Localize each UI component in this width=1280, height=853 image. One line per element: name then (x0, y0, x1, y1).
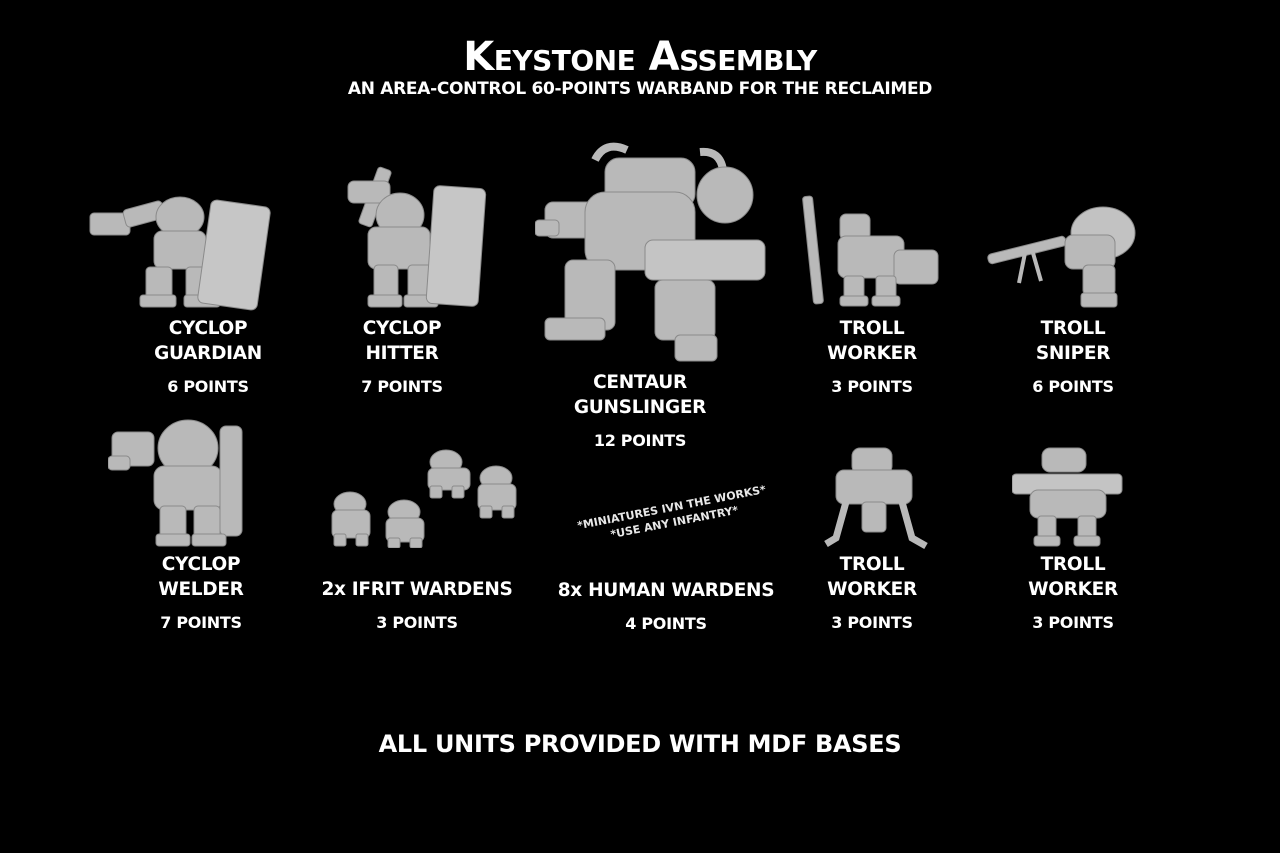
cyclop-guardian-figure (88, 195, 273, 315)
unit-points: 6 POINTS (167, 377, 249, 396)
unit-name: 8x HUMAN WARDENS (536, 578, 796, 603)
unit-name-line2: WORKER (827, 579, 917, 600)
unit-name-line2: GUARDIAN (154, 343, 262, 364)
unit-name: TROLL SNIPER (993, 316, 1153, 366)
troll-worker-figure (800, 192, 945, 312)
unit-name-line2: WORKER (1028, 579, 1118, 600)
unit-name: CYCLOP HITTER (322, 316, 482, 366)
miniatures-note: *MINIATURES IVN THE WORKS* *USE ANY INFA… (567, 480, 779, 550)
troll-worker-figure (822, 446, 934, 552)
unit-name-line2: WORKER (827, 343, 917, 364)
unit-name: TROLL WORKER (792, 316, 952, 366)
centaur-gunslinger-figure (535, 140, 770, 370)
ifrit-wardens-figure (322, 448, 532, 548)
unit-name-line1: 8x HUMAN WARDENS (557, 580, 775, 601)
unit-name: CYCLOP GUARDIAN (128, 316, 288, 366)
unit-name-line1: TROLL (1040, 318, 1106, 339)
troll-worker-figure (1012, 446, 1124, 548)
unit-points: 12 POINTS (593, 431, 687, 450)
unit-name: CENTAUR GUNSLINGER (560, 370, 720, 420)
unit-name: 2x IFRIT WARDENS (297, 577, 537, 602)
unit-name: CYCLOP WELDER (121, 552, 281, 602)
footer-text: ALL UNITS PROVIDED WITH MDF BASES (378, 730, 902, 758)
unit-name: TROLL WORKER (993, 552, 1153, 602)
unit-name-line1: 2x IFRIT WARDENS (321, 579, 513, 600)
unit-points: 3 POINTS (831, 377, 913, 396)
unit-name-line2: WELDER (158, 579, 244, 600)
unit-name-line1: TROLL (839, 554, 905, 575)
page-title: Keystone Assembly (463, 34, 817, 80)
unit-points: 7 POINTS (361, 377, 443, 396)
unit-name-line1: CYCLOP (168, 318, 248, 339)
unit-points: 3 POINTS (831, 613, 913, 632)
unit-points: 4 POINTS (625, 614, 707, 633)
page-subtitle: AN AREA-CONTROL 60-POINTS WARBAND FOR TH… (347, 79, 933, 99)
unit-name-line1: CENTAUR (593, 372, 687, 393)
unit-points: 7 POINTS (160, 613, 242, 632)
unit-name-line1: TROLL (839, 318, 905, 339)
unit-name: TROLL WORKER (792, 552, 952, 602)
unit-name-line1: CYCLOP (362, 318, 442, 339)
cyclop-welder-figure (108, 418, 258, 550)
unit-points: 3 POINTS (1032, 613, 1114, 632)
cyclop-hitter-figure (338, 165, 493, 315)
unit-points: 3 POINTS (376, 613, 458, 632)
unit-name-line2: HITTER (365, 343, 439, 364)
unit-points: 6 POINTS (1032, 377, 1114, 396)
troll-sniper-figure (985, 205, 1140, 313)
unit-name-line2: SNIPER (1035, 343, 1111, 364)
unit-name-line2: GUNSLINGER (573, 397, 707, 418)
unit-name-line1: CYCLOP (161, 554, 241, 575)
unit-name-line1: TROLL (1040, 554, 1106, 575)
